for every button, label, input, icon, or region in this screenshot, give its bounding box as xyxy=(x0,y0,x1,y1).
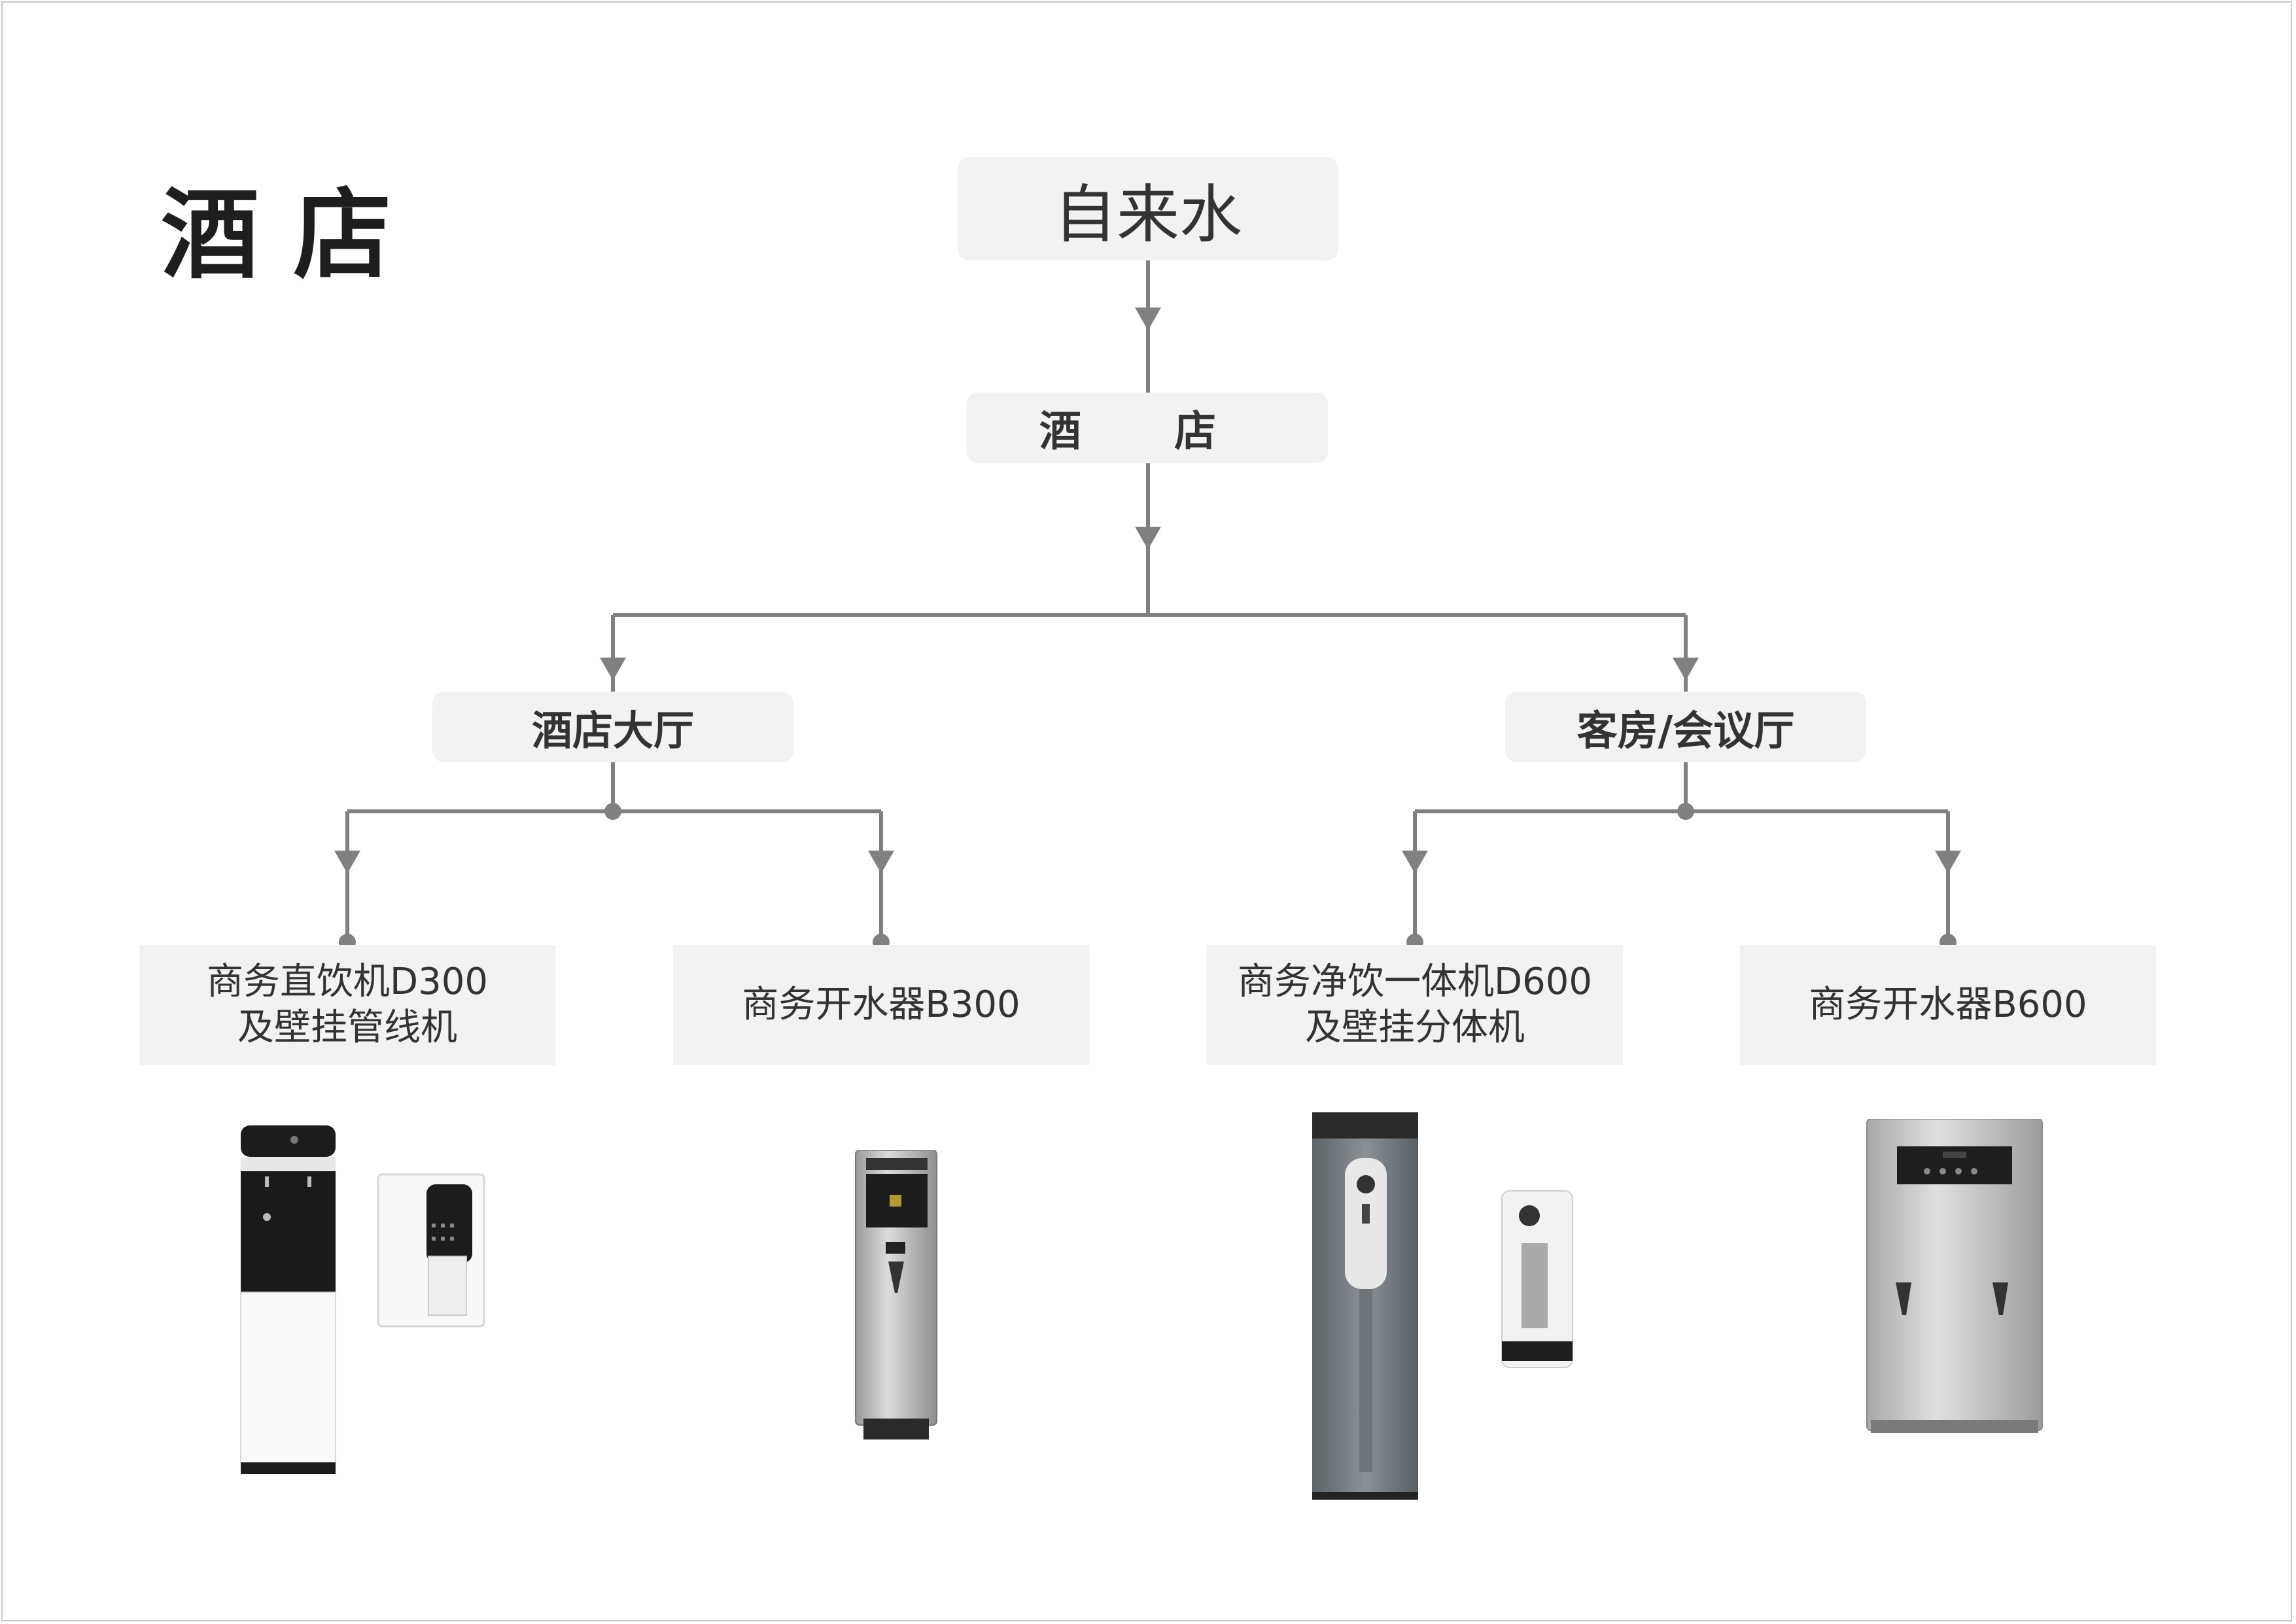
arrow-head xyxy=(600,658,626,680)
b600-boiler-image xyxy=(1866,1119,2043,1433)
b300-boiler-image xyxy=(855,1150,937,1439)
product-label-line1: 商务净饮一体机D600 xyxy=(1237,961,1592,1003)
d600-dispenser-image xyxy=(1312,1112,1573,1500)
product-node-b300: 商务开水器B300 xyxy=(673,945,1089,1065)
arrow-head xyxy=(868,851,894,874)
d300-dispenser-image xyxy=(240,1125,485,1474)
junction-dot xyxy=(604,803,621,820)
product-label-line1: 商务开水器B600 xyxy=(1809,983,2087,1026)
node-hotel: 酒 店 xyxy=(967,393,1328,463)
node-source-label: 自来水 xyxy=(1054,177,1242,251)
node-source: 自来水 xyxy=(958,157,1338,260)
product-label-line1: 商务开水器B300 xyxy=(742,983,1020,1026)
page-title: 酒 店 xyxy=(161,156,391,298)
arrow-head xyxy=(1402,851,1428,874)
node-rooms-label: 客房/会议厅 xyxy=(1576,707,1795,754)
arrow-head xyxy=(1935,851,1961,874)
arrow-head xyxy=(1673,658,1699,680)
junction-dot xyxy=(1677,803,1694,820)
product-node-b600: 商务开水器B600 xyxy=(1740,945,2156,1065)
product-label-line1: 商务直饮机D300 xyxy=(206,961,488,1003)
arrow-head xyxy=(1135,308,1161,330)
node-rooms: 客房/会议厅 xyxy=(1505,692,1866,762)
product-label-line2: 及壁挂分体机 xyxy=(1305,1006,1525,1049)
arrow-head xyxy=(1135,527,1161,550)
page-title-text: 酒 店 xyxy=(161,179,392,292)
node-hotel-label: 酒 店 xyxy=(1039,408,1256,456)
product-node-d600: 商务净饮一体机D600 及壁挂分体机 xyxy=(1207,945,1623,1065)
arrow-head xyxy=(334,851,360,874)
product-node-d300: 商务直饮机D300 及壁挂管线机 xyxy=(139,945,555,1065)
product-label-line2: 及壁挂管线机 xyxy=(237,1006,457,1049)
node-lobby-label: 酒店大厅 xyxy=(531,707,694,754)
node-lobby: 酒店大厅 xyxy=(432,692,793,762)
